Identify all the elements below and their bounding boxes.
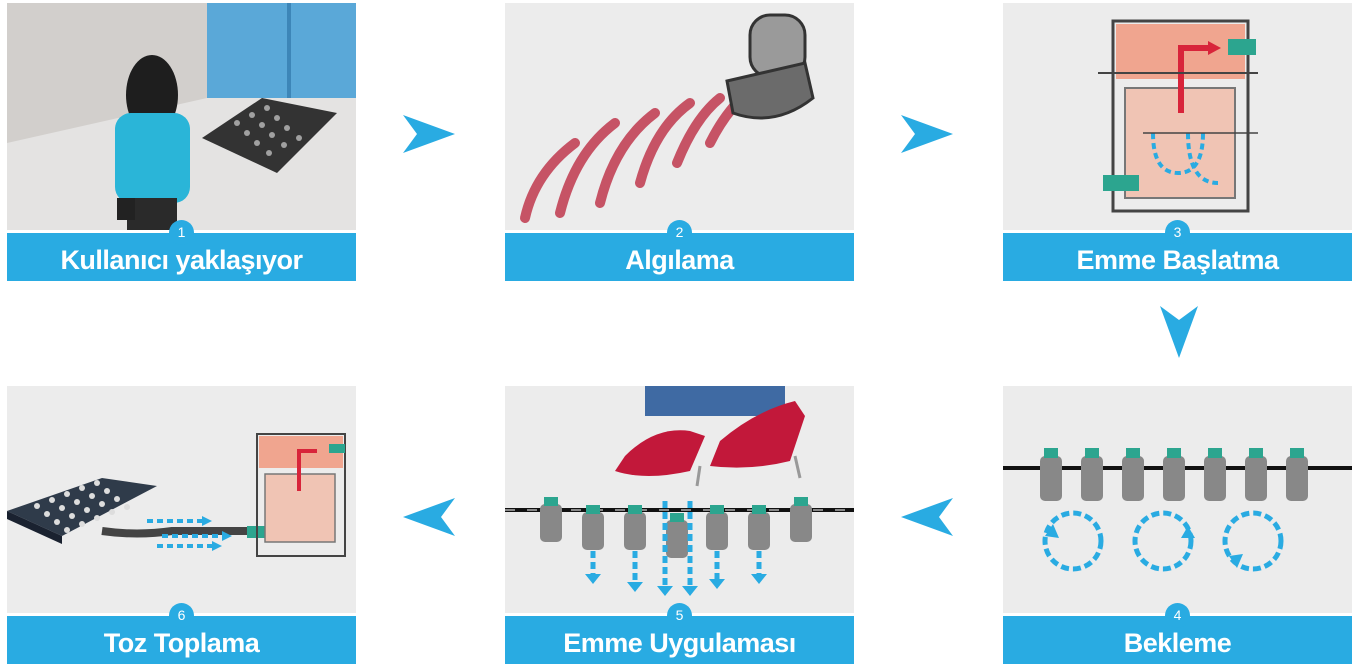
step-1-number-badge: 1 — [169, 220, 194, 245]
step-2-number-badge: 2 — [667, 220, 692, 245]
step-6-number-badge: 6 — [169, 603, 194, 628]
flow-arrow-left-icon — [901, 496, 953, 538]
flow-arrow-left-icon — [403, 496, 455, 538]
flow-arrow-right-icon — [403, 113, 455, 155]
step-1-panel: 1 Kullanıcı yaklaşıyor — [7, 3, 356, 281]
flow-arrow-down-icon — [1158, 306, 1200, 358]
step-2-panel: 2 Algılama — [505, 3, 854, 281]
step-5-number-badge: 5 — [667, 603, 692, 628]
step-2-illustration-detection — [505, 3, 854, 230]
step-3-illustration-suction-start — [1003, 3, 1352, 230]
flow-arrow-right-icon — [901, 113, 953, 155]
step-4-number-badge: 4 — [1165, 603, 1190, 628]
step-3-number-badge: 3 — [1165, 220, 1190, 245]
step-1-illustration-user-approaching — [7, 3, 356, 230]
step-6-panel: 6 Toz Toplama — [7, 386, 356, 664]
step-5-illustration-suction-applied — [505, 386, 854, 613]
step-4-panel: 4 Bekleme — [1003, 386, 1352, 664]
step-4-illustration-waiting — [1003, 386, 1352, 613]
step-3-panel: 3 Emme Başlatma — [1003, 3, 1352, 281]
step-6-illustration-dust-collection — [7, 386, 356, 613]
step-5-panel: 5 Emme Uygulaması — [505, 386, 854, 664]
